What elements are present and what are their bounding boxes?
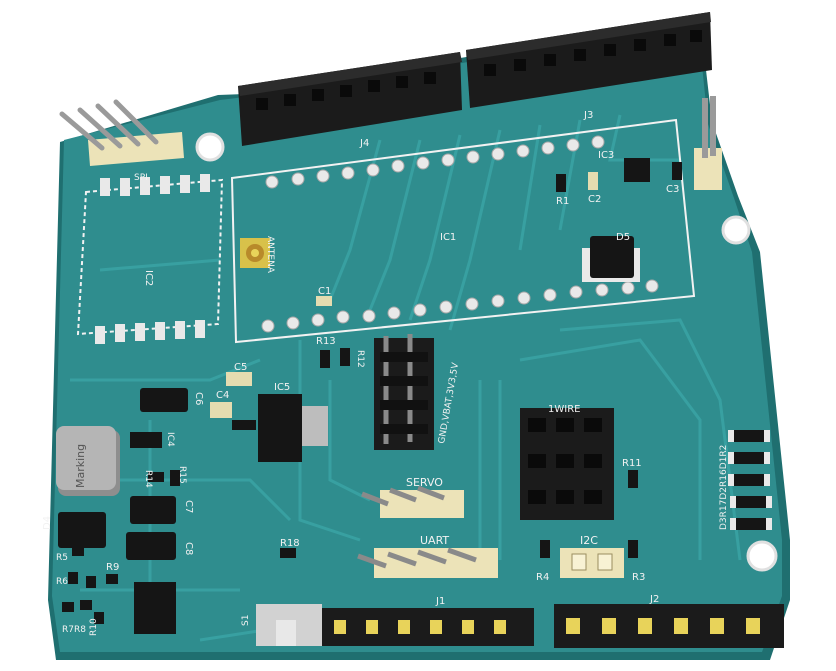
label-d4: D4 — [42, 516, 53, 530]
r3-r4 — [540, 540, 638, 558]
label-j3: J3 — [583, 110, 593, 121]
ic2-outline — [76, 178, 224, 336]
servo-header — [361, 485, 464, 518]
smd-top-right — [556, 162, 682, 192]
header-j2 — [554, 604, 784, 648]
label-r1: R1 — [556, 196, 569, 207]
label-right-stack: D3R17D2R16D1R2 — [719, 445, 729, 530]
uart-header — [357, 547, 498, 578]
c7-capacitor — [130, 496, 176, 524]
label-marking: Marking — [74, 444, 87, 488]
d5-diode — [582, 236, 640, 282]
right-stack-components — [728, 430, 772, 530]
c4-capacitor — [210, 402, 232, 418]
r12-r13 — [320, 348, 350, 368]
label-spi: SPI — [134, 173, 148, 183]
mounting-holes — [195, 132, 778, 572]
label-s1: S1 — [241, 615, 251, 626]
label-antena: ANTENA — [265, 236, 275, 274]
copper-traces — [70, 114, 742, 642]
label-r7r8: R7R8 — [62, 625, 86, 635]
label-c6: C6 — [193, 392, 204, 405]
r11-resistor — [628, 470, 638, 488]
label-r9: R9 — [106, 562, 119, 573]
ic5-regulator — [232, 394, 328, 462]
label-r13: R13 — [316, 336, 336, 347]
ic4-chip — [130, 432, 162, 448]
label-r4: R4 — [536, 572, 549, 583]
c3-header — [694, 96, 722, 190]
label-r3: R3 — [632, 572, 645, 583]
label-r11: R11 — [622, 458, 642, 469]
header-j1 — [320, 608, 534, 646]
header-j3 — [466, 12, 712, 108]
label-j2: J2 — [649, 594, 659, 605]
label-i2c: I2C — [580, 534, 598, 547]
label-d5: D5 — [616, 232, 630, 243]
label-j1: J1 — [435, 596, 445, 607]
label-c1: C1 — [318, 286, 331, 297]
label-c3: C3 — [666, 184, 679, 195]
label-r14: R14 — [143, 470, 153, 488]
i2c-header — [560, 548, 624, 578]
label-ic3: IC3 — [598, 150, 614, 161]
label-ic4: IC4 — [165, 432, 175, 447]
ic1-pins-top — [265, 135, 605, 189]
antenna-connector — [240, 238, 270, 268]
label-r6: R6 — [56, 577, 68, 587]
bottom-left-ic — [134, 582, 176, 634]
label-c2: C2 — [588, 194, 601, 205]
label-c5: C5 — [234, 362, 247, 373]
power-header — [374, 334, 434, 450]
label-ic5: IC5 — [274, 382, 290, 393]
small-resistors-left — [62, 470, 180, 624]
label-onewire: 1WIRE — [548, 404, 580, 415]
spi-connector — [59, 99, 184, 166]
label-r10: R10 — [89, 618, 99, 636]
c5-capacitor — [226, 372, 252, 386]
label-uart: UART — [420, 534, 449, 547]
label-j4: J4 — [359, 138, 369, 149]
label-ic2: IC2 — [143, 270, 154, 286]
label-r12: R12 — [355, 350, 365, 368]
ic2-pads — [95, 174, 210, 344]
c6-component — [140, 388, 188, 412]
s1-switch — [256, 604, 322, 646]
r18-resistor — [280, 548, 296, 558]
ic1-outline — [230, 118, 696, 344]
label-c7: C7 — [183, 500, 194, 513]
label-r15: R15 — [177, 466, 187, 484]
inductor — [56, 426, 120, 496]
ic3-chip — [624, 158, 650, 182]
c1-capacitor — [316, 296, 332, 306]
label-servo: SERVO — [406, 476, 443, 489]
onewire-header — [520, 408, 614, 520]
label-c8: C8 — [183, 542, 194, 555]
label-r18: R18 — [280, 538, 300, 549]
label-c4: C4 — [216, 390, 229, 401]
header-j4 — [238, 52, 462, 146]
d4-diode — [58, 512, 106, 548]
label-r5: R5 — [56, 553, 68, 563]
c8-capacitor — [126, 532, 176, 560]
label-ic1: IC1 — [440, 232, 456, 243]
